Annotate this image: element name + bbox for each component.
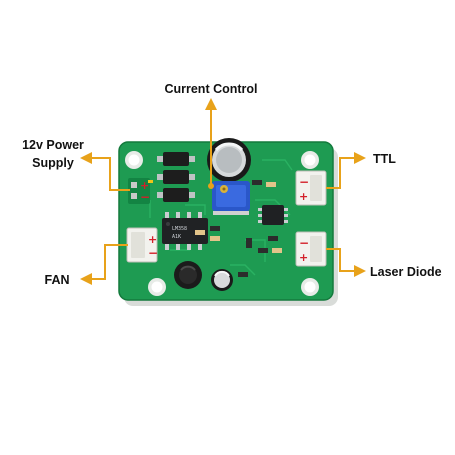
callout-power-supply [80,152,130,191]
arrow-right-icon [354,152,366,164]
trimpot-current-control [212,181,250,215]
label-power-line2: Supply [32,156,74,170]
pcb-board: + − [118,138,338,306]
power-plus-mark: + [140,179,149,192]
fan-minus-mark: − [148,246,158,260]
ttl-connector: − + [295,170,327,206]
chip-marking-1: LM358 [172,226,187,232]
ttl-minus-mark: − [299,175,309,189]
label-ttl: TTL [373,152,396,166]
inductor [174,261,202,289]
label-power-line1: 12v Power [22,138,84,152]
laser-minus-mark: − [299,236,309,250]
smd-components [195,180,282,277]
driver-ic-chip: LM358 A1K [162,212,208,250]
laser-diode-connector: − + [295,231,327,267]
diode-array [157,152,195,202]
laser-plus-mark: + [299,251,308,264]
ttl-plus-mark: + [299,190,308,203]
arrow-left-icon [80,152,92,164]
callout-ttl [326,152,366,189]
mounting-hole-bottom-right [301,278,319,296]
fan-connector: + − [126,227,158,263]
arrow-up-icon [205,98,217,110]
arrow-right-icon [354,265,366,277]
arrow-left-icon [80,273,92,285]
small-ic-chip [258,205,288,225]
mounting-hole-top-right [301,151,319,169]
callout-fan [80,244,128,285]
label-laser-diode: Laser Diode [370,265,442,279]
chip-marking-2: A1K [172,234,181,240]
power-minus-mark: − [140,190,150,204]
label-fan: FAN [45,273,70,287]
fan-plus-mark: + [148,233,157,246]
capacitor-small [211,269,233,291]
label-current-control: Current Control [164,82,257,96]
callout-laser-diode [326,248,366,277]
capacitor-large [207,138,251,182]
mounting-hole-top-left [125,151,143,169]
power-input-pads: + − [128,178,153,204]
mounting-hole-bottom-left [148,278,166,296]
callout-current-control [205,98,217,189]
